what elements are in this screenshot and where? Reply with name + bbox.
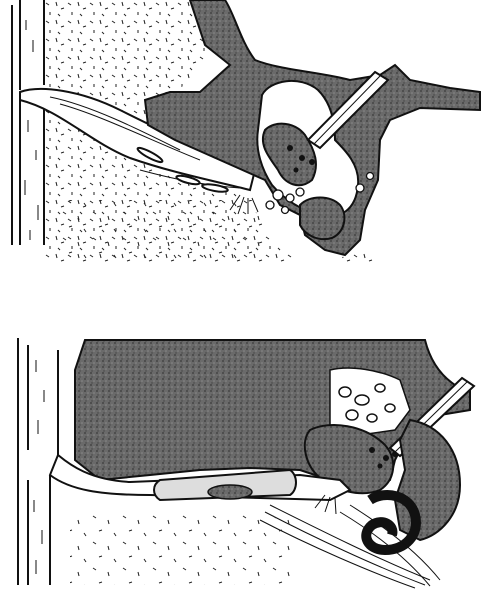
lower-tissue-texture-bottom (70, 515, 290, 585)
ear-section-bottom-svg (0, 330, 492, 591)
lower-tissue-texture (60, 200, 260, 260)
tube-dark-segment (208, 485, 252, 499)
cochlea-region (300, 198, 344, 240)
inner-ear-mass (395, 420, 460, 540)
ear-section-top-panel (0, 0, 492, 270)
outer-skin-layer-bottom (18, 338, 58, 585)
ear-section-bottom-panel (0, 330, 492, 591)
ear-section-top-svg (0, 0, 492, 270)
skin-hatching-bottom (34, 360, 44, 574)
skin-hatching (25, 20, 38, 240)
